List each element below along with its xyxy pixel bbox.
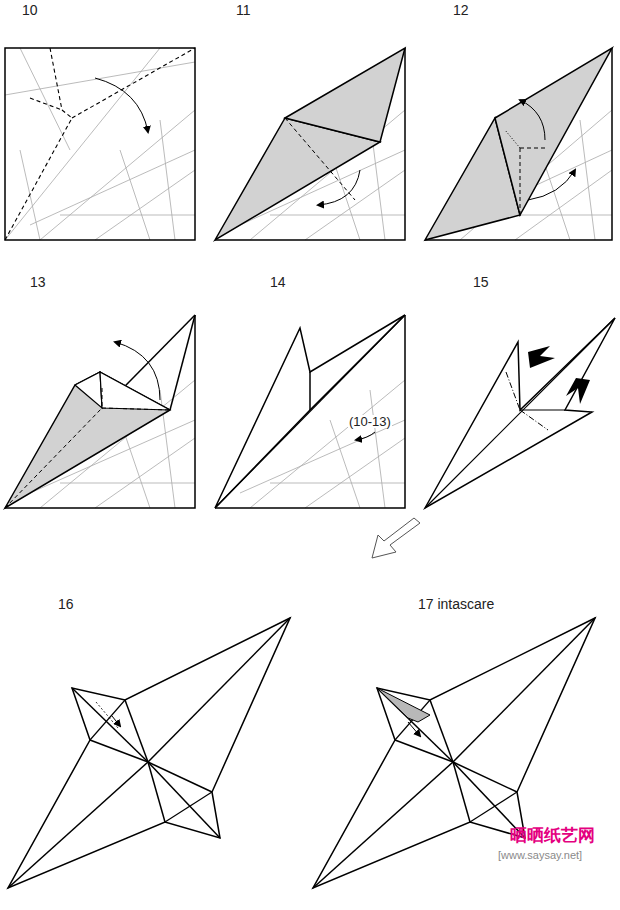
step-11-figure (215, 48, 405, 240)
step-17-figure (313, 618, 595, 888)
step-number: 12 (453, 3, 469, 17)
step-15-figure (425, 318, 615, 508)
step-number: 15 (473, 275, 489, 289)
step-number: 13 (30, 275, 46, 289)
step-label: 17 intascare (418, 597, 494, 611)
repeat-note: (10-13) (348, 415, 392, 428)
step-number: 14 (270, 275, 286, 289)
watermark-url: [www.saysay.net] (498, 850, 582, 861)
step-14-figure (215, 315, 405, 508)
step-12-figure (425, 48, 612, 240)
watermark: 晒晒纸艺网 (510, 827, 595, 844)
step-number: 16 (58, 597, 74, 611)
step-10-figure (5, 48, 195, 240)
transition-arrow (372, 518, 420, 558)
step-16-figure (8, 618, 290, 888)
step-number: 10 (22, 3, 38, 17)
step-13-figure (5, 315, 195, 508)
step-number: 11 (236, 3, 251, 17)
